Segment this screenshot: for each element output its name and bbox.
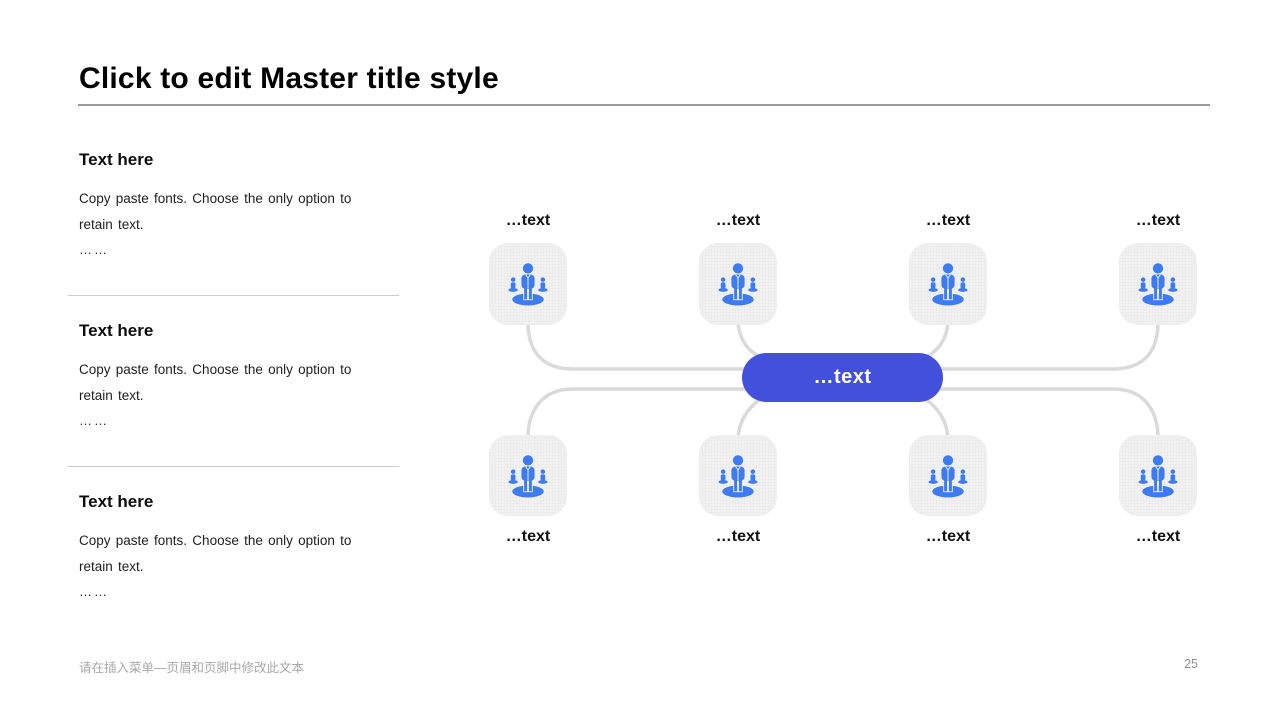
node-label-bottom-2[interactable]: …text: [715, 528, 761, 545]
node-label-top-2[interactable]: …text: [715, 212, 761, 229]
center-node-pill[interactable]: …text: [742, 353, 943, 402]
person-node-tile-bottom-3[interactable]: [909, 435, 987, 516]
section-divider: [68, 295, 399, 296]
section-heading: Text here: [79, 150, 154, 169]
center-node-label: …text: [813, 366, 872, 388]
node-label-bottom-4[interactable]: …text: [1135, 528, 1181, 545]
page-number: 25: [1184, 657, 1198, 671]
node-label-bottom-1[interactable]: …text: [505, 528, 551, 545]
team-leader-icon: [1138, 454, 1178, 497]
page-title[interactable]: Click to edit Master title style: [79, 62, 499, 95]
person-node-tile-top-4[interactable]: [1119, 243, 1197, 325]
node-label-top-3[interactable]: …text: [925, 212, 971, 229]
team-leader-icon: [718, 454, 758, 497]
team-leader-icon: [928, 263, 968, 306]
team-leader-icon: [718, 263, 758, 306]
person-node-tile-top-2[interactable]: [699, 243, 777, 325]
person-node-tile-top-3[interactable]: [909, 243, 987, 325]
section-divider: [68, 466, 399, 467]
section-heading: Text here: [79, 492, 154, 511]
person-node-tile-bottom-1[interactable]: [489, 435, 567, 516]
section-ellipsis: ……: [79, 413, 109, 428]
text-section-1[interactable]: Text here Copy paste fonts. Choose the o…: [79, 150, 401, 257]
team-leader-icon: [928, 454, 968, 497]
footer-note: 请在插入菜单—页眉和页脚中修改此文本: [79, 661, 305, 675]
team-leader-icon: [1138, 263, 1178, 306]
section-body: Copy paste fonts. Choose the only option…: [79, 362, 352, 403]
node-label-top-1[interactable]: …text: [505, 212, 551, 229]
team-leader-icon: [508, 263, 548, 306]
team-leader-icon: [508, 454, 548, 497]
section-body: Copy paste fonts. Choose the only option…: [79, 533, 352, 574]
person-node-tile-bottom-4[interactable]: [1119, 435, 1197, 516]
section-ellipsis: ……: [79, 242, 109, 257]
text-section-2[interactable]: Text here Copy paste fonts. Choose the o…: [79, 321, 401, 428]
section-heading: Text here: [79, 321, 154, 340]
node-label-top-4[interactable]: …text: [1135, 212, 1181, 229]
node-label-bottom-3[interactable]: …text: [925, 528, 971, 545]
section-body: Copy paste fonts. Choose the only option…: [79, 191, 352, 232]
person-node-tile-bottom-2[interactable]: [699, 435, 777, 516]
text-section-3[interactable]: Text here Copy paste fonts. Choose the o…: [79, 492, 401, 599]
title-underline: [78, 104, 1210, 106]
person-node-tile-top-1[interactable]: [489, 243, 567, 325]
section-ellipsis: ……: [79, 584, 109, 599]
